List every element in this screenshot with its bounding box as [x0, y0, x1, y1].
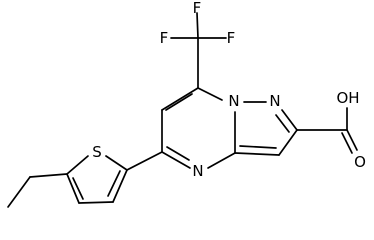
bond: [346, 129, 358, 151]
bonds: [7, 12, 358, 208]
bond: [278, 129, 298, 156]
bond: [196, 12, 199, 39]
bond: [72, 177, 84, 200]
bond: [29, 173, 68, 178]
bond: [341, 132, 353, 154]
nitrogen-atom-label: N: [192, 162, 203, 180]
chemical-structure: F F F S N N N OH O: [7, 0, 366, 208]
bond: [161, 87, 199, 111]
fluorine-atom-label: F: [160, 29, 169, 47]
bond: [112, 169, 128, 203]
bond: [234, 152, 280, 156]
fluorine-atom-label: F: [193, 0, 202, 17]
bond: [66, 173, 80, 204]
bond: [207, 152, 236, 169]
oxygen-atom-label: O: [354, 153, 366, 171]
nitrogen-atom-label: N: [228, 92, 239, 110]
bond: [275, 114, 290, 133]
sulfur-atom-label: S: [92, 143, 102, 161]
bond: [165, 93, 193, 111]
atom-labels: F F F S N N N OH O: [92, 0, 366, 180]
bond: [105, 155, 128, 171]
bond: [161, 151, 191, 169]
bond: [281, 109, 298, 131]
bond: [197, 87, 223, 101]
bond: [107, 170, 121, 197]
bond: [78, 201, 114, 204]
fluorine-atom-label: F: [227, 29, 236, 47]
bond: [126, 151, 163, 171]
nitrogen-atom-label: N: [269, 92, 280, 110]
bond: [166, 146, 190, 161]
bond: [7, 176, 31, 208]
hydroxyl-label: OH: [336, 89, 359, 107]
bond: [239, 145, 277, 149]
bond: [66, 155, 89, 175]
